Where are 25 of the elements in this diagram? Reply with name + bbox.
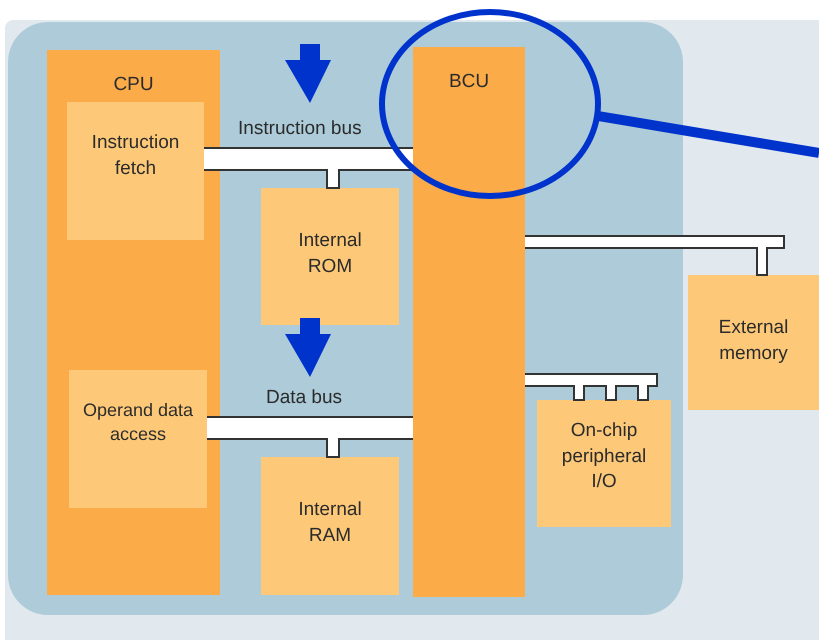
memory-block [688, 275, 819, 410]
bus-tap [326, 437, 340, 458]
bus-label: Instruction bus [238, 118, 362, 140]
bus-tap [605, 384, 617, 401]
bus-tap [637, 384, 649, 401]
unit-block [69, 370, 207, 508]
bcu-block [413, 47, 525, 597]
chip-panel [8, 22, 683, 615]
node-label: On-chip peripheral I/O [560, 419, 648, 494]
node-label: Internal RAM [297, 498, 363, 548]
bus-tap [573, 384, 585, 401]
node-label: Instruction fetch [90, 131, 180, 181]
bus-label: Data bus [266, 387, 342, 409]
bus-tap [756, 246, 768, 276]
memory-block [261, 457, 399, 595]
node-label: Operand data access [82, 399, 194, 446]
node-label: BCU [448, 70, 490, 94]
unit-block [67, 102, 204, 240]
cpu-block [47, 50, 220, 595]
node-label: Internal ROM [297, 229, 363, 279]
peripheral-block [537, 400, 671, 527]
node-label: CPU [113, 73, 154, 97]
node-label: External memory [718, 316, 790, 366]
memory-block [261, 188, 399, 325]
bus-tap [326, 168, 340, 189]
